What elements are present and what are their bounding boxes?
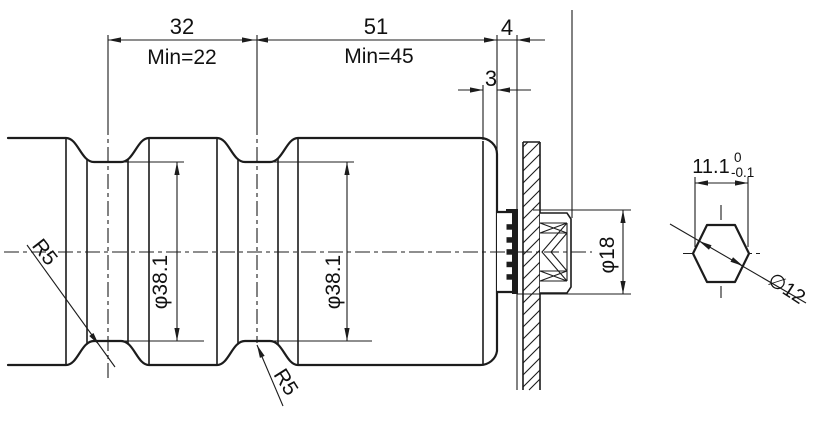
hex-tol-lower-label: -0.1 <box>731 165 754 180</box>
main-view: 32 Min=22 51 Min=45 4 3 φ38.1 φ38.1 <box>4 10 631 407</box>
dim-3-label: 3 <box>485 66 497 91</box>
dimension-dia-spline: φ18 <box>517 209 631 295</box>
plate-hatch <box>522 141 541 391</box>
dia-groove2-label: φ38.1 <box>322 255 345 310</box>
dia-groove1-label: φ38.1 <box>149 255 172 310</box>
stud-serration-pattern <box>539 222 568 282</box>
dimension-32-51-4: 32 Min=22 51 Min=45 4 <box>108 14 545 69</box>
dim-32-label: 32 <box>170 14 194 39</box>
mounting-plate <box>522 141 541 391</box>
dimension-3: 3 <box>458 66 531 93</box>
hex-tol-upper-label: 0 <box>734 150 742 165</box>
serrated-stud-end <box>539 212 572 294</box>
dimension-hex-across-flats: 11.1 0 -0.1 <box>692 150 754 247</box>
dimension-dia-groove-2: φ38.1 <box>253 161 372 342</box>
dim-4-label: 4 <box>501 15 513 40</box>
dia-spline-label: φ18 <box>596 237 619 274</box>
dim-min45-label: Min=45 <box>344 45 413 68</box>
hex-af-label: 11.1 <box>692 156 729 178</box>
dim-min22-label: Min=22 <box>147 46 216 69</box>
dimension-dia-groove-1: φ38.1 <box>113 161 204 342</box>
extension-lines <box>482 10 573 390</box>
dim-51-label: 51 <box>364 14 388 39</box>
